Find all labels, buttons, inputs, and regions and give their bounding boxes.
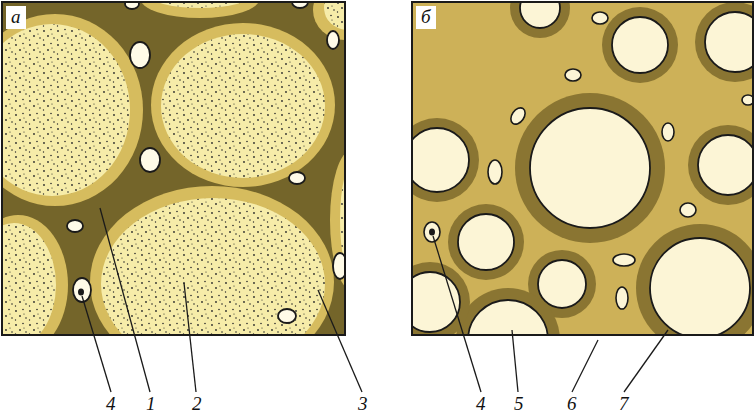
callout-number: 5 [514,394,524,414]
panel-letter: б [416,6,436,29]
panel-letter: а [6,6,26,29]
callout-number: 3 [358,394,368,414]
panel-frame: б [411,1,754,336]
panel-a-art [2,2,345,335]
panel-frame: а [1,1,346,336]
callout-number: 4 [106,394,116,414]
panel-b-art [412,2,753,335]
callout-number: 6 [567,394,577,414]
callout-number: 7 [619,394,629,414]
callout-number: 4 [476,394,486,414]
callout-number: 1 [146,394,156,414]
leader-lines [82,208,668,392]
callout-number: 2 [192,394,202,414]
